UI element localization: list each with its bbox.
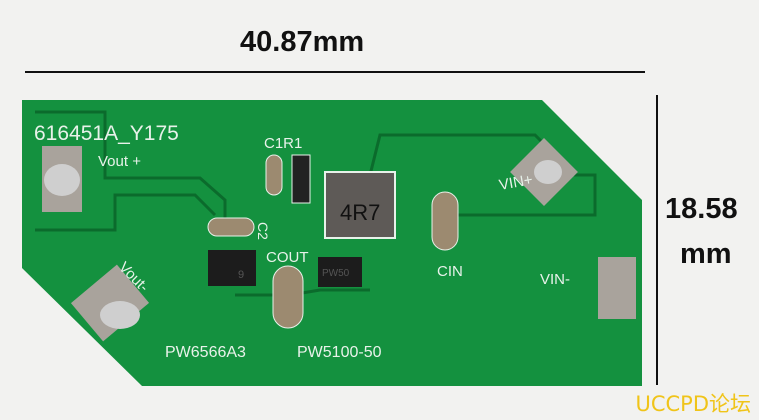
cin-capacitor bbox=[431, 191, 459, 251]
vin-minus-label: VIN- bbox=[540, 271, 570, 288]
c2-capacitor bbox=[207, 217, 255, 237]
ic-right-marking: PW50 bbox=[322, 268, 350, 279]
inductor bbox=[324, 171, 396, 239]
solder-blob bbox=[100, 301, 140, 329]
trace bbox=[368, 133, 597, 217]
board-code: 616451A_Y175 bbox=[34, 122, 179, 145]
solder-blob bbox=[44, 164, 80, 196]
chip-left-label: PW6566A3 bbox=[165, 344, 246, 361]
height-dimension-unit: mm bbox=[680, 238, 732, 270]
watermark: UCCPD论坛 bbox=[635, 392, 751, 416]
vin-minus-pad bbox=[598, 257, 636, 319]
vin-plus-label: VIN+ bbox=[498, 171, 534, 194]
trace bbox=[35, 193, 217, 232]
height-dimension-value: 18.58 bbox=[665, 193, 738, 225]
c1-capacitor bbox=[265, 154, 283, 196]
width-dimension-line bbox=[25, 71, 645, 73]
ic-right bbox=[318, 257, 362, 287]
c2-label: C2 bbox=[255, 222, 271, 240]
trace bbox=[235, 288, 370, 297]
ic-left bbox=[208, 250, 256, 286]
inductor-marking: 4R7 bbox=[340, 200, 380, 225]
ic-left-marking: 9 bbox=[238, 269, 244, 281]
vout-plus-label: Vout + bbox=[98, 153, 141, 170]
solder-blob bbox=[534, 160, 562, 184]
cin-label: CIN bbox=[437, 263, 463, 280]
cout-label: COUT bbox=[266, 249, 309, 266]
trace bbox=[35, 110, 227, 218]
c1r1-label: C1R1 bbox=[264, 135, 302, 152]
width-dimension-label: 40.87mm bbox=[240, 26, 365, 58]
pcb-outline bbox=[22, 100, 642, 386]
cout-capacitor bbox=[272, 265, 304, 329]
r1-resistor bbox=[291, 154, 311, 204]
chip-right-label: PW5100-50 bbox=[297, 344, 382, 361]
height-dimension-line bbox=[656, 95, 658, 385]
